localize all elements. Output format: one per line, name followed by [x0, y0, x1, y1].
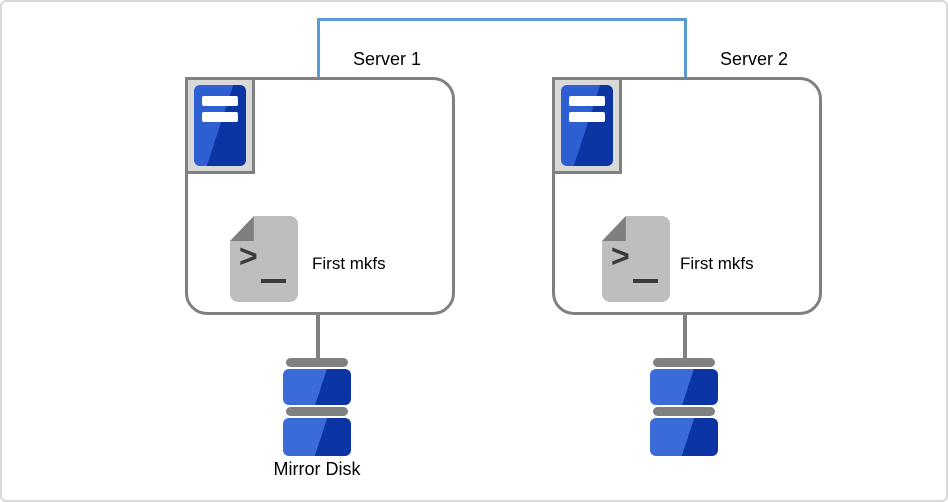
disk-connector-line: [683, 312, 687, 360]
disk-cap: [286, 407, 348, 416]
command-label: First mkfs: [680, 254, 754, 273]
terminal-script-icon: >: [230, 216, 298, 302]
cursor-underscore-icon: [261, 279, 286, 283]
server-drive-bay-icon: [202, 96, 238, 106]
server-icon: [185, 77, 255, 174]
server-1-label: Server 1: [352, 49, 422, 69]
disk-label: Mirror Disk: [273, 459, 361, 479]
server-drive-bay-icon: [202, 112, 238, 122]
disk-platter: [283, 369, 351, 405]
terminal-script-icon: >: [602, 216, 670, 302]
server-2-label: Server 2: [719, 49, 789, 69]
server-icon: [552, 77, 622, 174]
command-label: First mkfs: [312, 254, 386, 273]
prompt-glyph: >: [239, 238, 258, 274]
disk-connector-line: [316, 312, 320, 360]
disk-platter: [650, 369, 718, 405]
prompt-glyph: >: [611, 238, 630, 274]
server-interconnect-link: [317, 18, 687, 80]
cursor-underscore-icon: [633, 279, 658, 283]
disk-platter: [650, 418, 718, 456]
server-tower-icon: [194, 85, 246, 166]
server-drive-bay-icon: [569, 96, 605, 106]
disk-cap: [653, 407, 715, 416]
server-drive-bay-icon: [569, 112, 605, 122]
disk-cap: [286, 358, 348, 367]
disk-cap: [653, 358, 715, 367]
server-tower-icon: [561, 85, 613, 166]
disk-platter: [283, 418, 351, 456]
mirror-disk-icon: [283, 358, 351, 458]
data-disk-icon: [650, 358, 718, 458]
